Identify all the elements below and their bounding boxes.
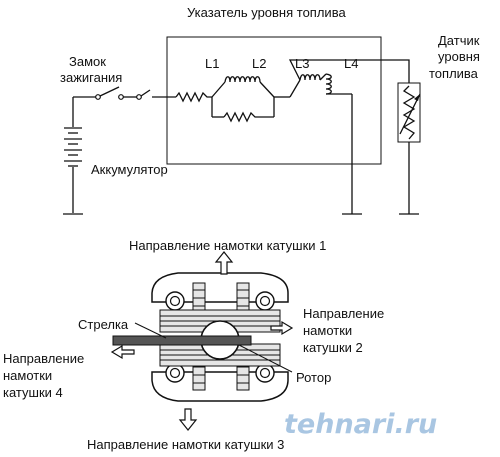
rotor-label: Ротор xyxy=(296,370,331,385)
coil-l3-label: L3 xyxy=(295,56,309,71)
watermark-text: tehnari.ru xyxy=(284,409,437,440)
coil-l2-label: L2 xyxy=(252,56,266,71)
wire-to-sensor xyxy=(288,59,410,83)
coil-l1-label: L1 xyxy=(205,56,219,71)
winding4-label-line3: катушки 4 xyxy=(3,385,63,400)
coil-l4 xyxy=(325,73,332,95)
fuel-level-sensor-symbol xyxy=(397,82,421,215)
winding2-label-line2: намотки xyxy=(303,323,352,338)
winding1-label: Направление намотки катушки 1 xyxy=(129,238,326,253)
fuel-gauge-label: Указатель уровня топлива xyxy=(187,5,346,20)
sensor-label-line1: Датчик xyxy=(438,33,480,48)
ignition-label-line2: зажигания xyxy=(60,70,122,85)
battery-symbol xyxy=(63,97,83,215)
gauge-mechanism xyxy=(112,272,289,402)
winding1-arrow xyxy=(214,251,234,275)
pointer-leader xyxy=(134,322,167,339)
series-resistor xyxy=(175,91,212,103)
winding4-label-line1: Направление xyxy=(3,351,84,366)
coil-bridge-l1-l2 xyxy=(211,76,275,123)
winding2-arrow xyxy=(270,320,294,336)
winding2-label-line3: катушки 2 xyxy=(303,340,363,355)
winding3-arrow xyxy=(178,408,198,431)
ignition-switch-symbol xyxy=(95,86,176,100)
coil-l3 xyxy=(299,74,321,81)
sensor-label-line3: топлива xyxy=(429,66,479,81)
pointer-label: Стрелка xyxy=(78,317,129,332)
fuel-gauge-housing xyxy=(166,36,382,165)
battery-label: Аккумулятор xyxy=(91,162,168,177)
pointer-needle xyxy=(112,335,252,346)
coil-l1 xyxy=(224,76,246,83)
sensor-label-line2: уровня xyxy=(438,49,480,64)
coil-l2 xyxy=(244,76,261,83)
winding4-label-line2: намотки xyxy=(3,368,52,383)
winding4-arrow xyxy=(110,344,135,360)
coil-l4-label: L4 xyxy=(344,56,358,71)
coil-group-l3-l4 xyxy=(289,73,362,215)
rotor-leader xyxy=(238,344,293,373)
winding3-label: Направление намотки катушки 3 xyxy=(87,437,284,452)
winding2-label-line1: Направление xyxy=(303,306,384,321)
ignition-label-line1: Замок xyxy=(69,54,106,69)
